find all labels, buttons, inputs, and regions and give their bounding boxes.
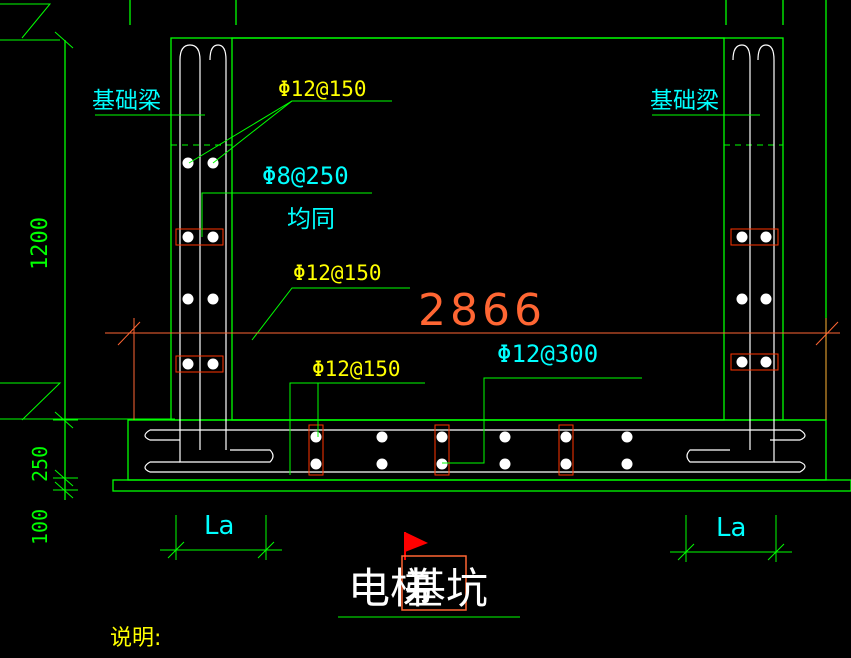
beam-label-left: 基础梁 — [92, 88, 161, 114]
anchor-label-right: La — [716, 513, 746, 543]
rebar-label-stirrup: Φ8@250 — [262, 162, 349, 190]
rebar-dots — [182, 157, 772, 470]
elevation-triangle-left — [0, 382, 175, 421]
note-label: 说明: — [110, 626, 161, 651]
rebar-label-bottom: Φ12@150 — [312, 357, 401, 381]
title-selection-box[interactable] — [401, 555, 467, 611]
beam-label-right: 基础梁 — [650, 88, 719, 114]
leader-lines — [95, 100, 760, 475]
right-wall-rebar — [686, 44, 775, 463]
rebar-label-slab: Φ12@300 — [497, 340, 598, 368]
rebar-label-note: 均同 — [287, 205, 335, 233]
title-part1: 电梯 — [348, 564, 432, 613]
stirrup-highlight-boxes — [175, 228, 779, 476]
rebar-label-mid: Φ12@150 — [293, 261, 382, 285]
title-part2[interactable]: 基坑 — [404, 564, 488, 613]
span-dimension-text: 2866 — [418, 285, 546, 336]
slab-thickness-dimension: 250 — [28, 446, 52, 482]
pit-walls — [64, 0, 851, 500]
slab-rebar — [144, 429, 806, 473]
span-dimension — [105, 318, 840, 420]
wall-height-dimension: 1200 — [28, 217, 53, 270]
elevation-triangle-top — [0, 3, 60, 41]
cushion-dimension: 100 — [28, 509, 52, 545]
anchor-label-left: La — [204, 511, 234, 541]
anchor-dimensions — [160, 515, 792, 562]
rebar-label-top: Φ12@150 — [278, 77, 367, 101]
left-wall-rebar — [179, 44, 274, 463]
vertical-dimensions — [53, 31, 78, 499]
